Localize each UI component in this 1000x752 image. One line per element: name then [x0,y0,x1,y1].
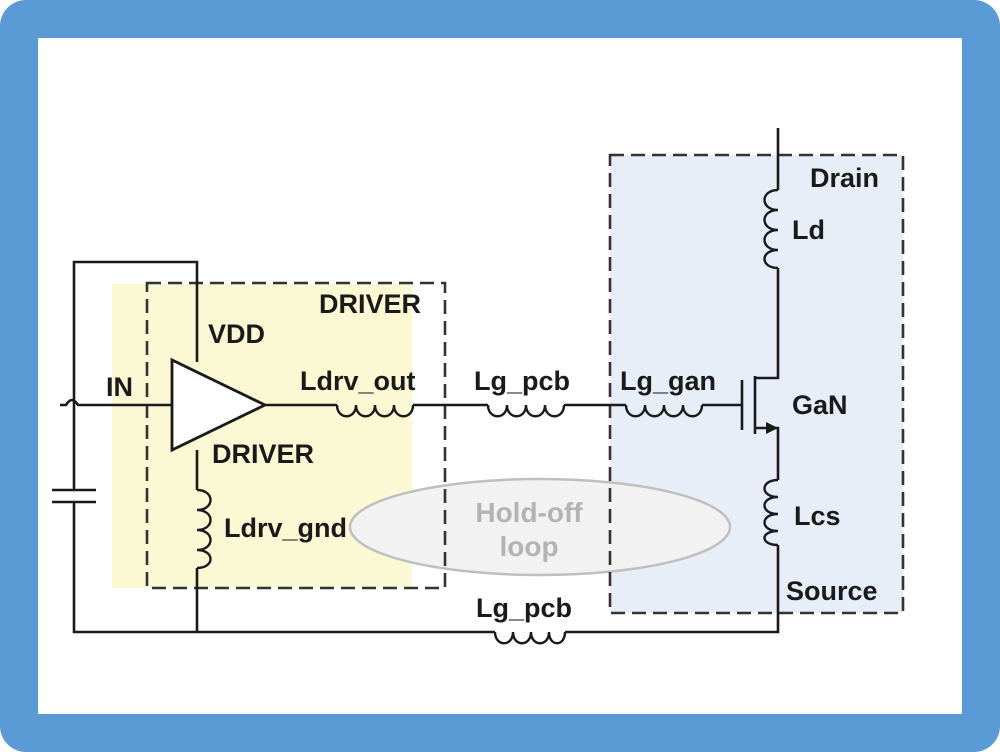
input-wire [60,398,172,407]
driver-amp-label: DRIVER [212,439,314,469]
source-label: Source [786,576,878,606]
hold-off-loop-label-line2: loop [499,531,558,562]
ldrv-gnd-label: Ldrv_gnd [224,513,347,543]
lcs-inductor [763,478,779,547]
ld-inductor [763,188,779,270]
lg-pcb-top-inductor [486,404,566,418]
gan-label: GaN [792,390,848,420]
ld-label: Ld [792,215,825,245]
vdd-wire [72,260,199,490]
return-wire-right [565,545,780,634]
drain-label: Drain [810,163,879,193]
driver-box-label: DRIVER [319,289,421,319]
ldrv-out-inductor [335,404,415,418]
hold-off-loop-label-line1: Hold-off [475,497,583,528]
lg-pcb-top-label: Lg_pcb [474,366,570,396]
lg-pcb-bottom-inductor [493,631,567,645]
lg-pcb-bottom-label: Lg_pcb [476,593,572,623]
gan-drain-lead [755,268,780,380]
gan-dashed-box [608,153,905,615]
driver-amplifier [170,357,269,453]
gan-arrow [766,422,778,434]
lg-gan-label: Lg_gan [620,366,716,396]
ldrv-gnd-inductor [196,488,212,570]
lg-gan-inductor [624,404,704,418]
in-label: IN [106,372,133,402]
driver-dashed-box [145,281,447,590]
return-wire [72,502,495,634]
lcs-label: Lcs [794,501,841,531]
ldrv-out-label: Ldrv_out [300,366,416,396]
vdd-label: VDD [208,319,265,349]
